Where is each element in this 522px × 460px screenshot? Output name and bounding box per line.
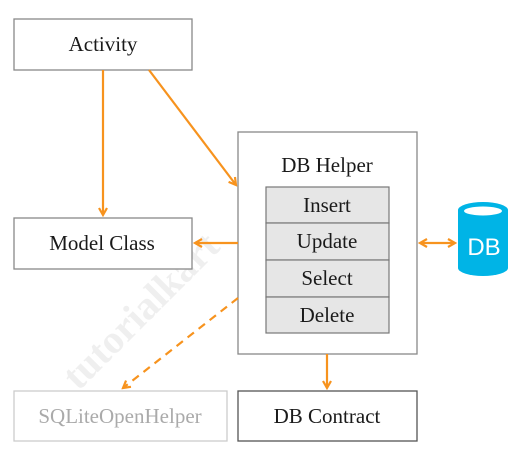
activity-node: Activity bbox=[13, 18, 193, 71]
sqlite-open-helper-label: SQLiteOpenHelper bbox=[38, 404, 201, 428]
db-helper-label: DB Helper bbox=[281, 153, 373, 177]
activity-box bbox=[13, 18, 193, 71]
activity-label: Activity bbox=[69, 32, 138, 56]
arrow-db-helper-to-sqlite-open-helper bbox=[123, 297, 239, 388]
sqlite-open-helper-node: SQLiteOpenHelper bbox=[13, 390, 228, 442]
db-contract-box bbox=[237, 390, 418, 442]
update-operation-label: Update bbox=[297, 229, 358, 253]
arrow-activity-to-db-helper bbox=[148, 69, 236, 185]
select-operation-label: Select bbox=[301, 266, 352, 290]
delete-operation-label: Delete bbox=[300, 303, 355, 327]
model-class-box bbox=[13, 217, 193, 270]
arrows bbox=[103, 69, 455, 388]
delete-operation-box bbox=[265, 296, 390, 334]
database-icon: DB bbox=[458, 202, 508, 276]
database-cylinder-body bbox=[458, 210, 508, 276]
model-class-node: Model Class bbox=[13, 217, 193, 270]
db-contract-node: DB Contract bbox=[237, 390, 418, 442]
insert-operation-label: Insert bbox=[303, 193, 351, 217]
db-helper-node: DB Helper Insert Update Select Delete bbox=[237, 131, 418, 355]
model-class-label: Model Class bbox=[49, 231, 155, 255]
db-contract-label: DB Contract bbox=[274, 404, 381, 428]
database-label: DB bbox=[467, 234, 500, 261]
database-cylinder-lid bbox=[464, 206, 502, 216]
sqlite-open-helper-box bbox=[13, 390, 228, 442]
